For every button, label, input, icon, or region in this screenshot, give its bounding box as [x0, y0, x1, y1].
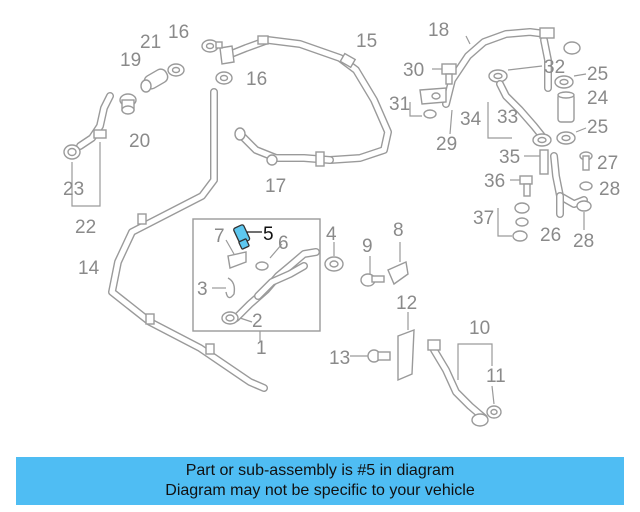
part-clamp-center — [532, 133, 552, 147]
part-22-pipe — [76, 92, 114, 150]
callout-16b: 16 — [246, 69, 267, 90]
callout-28b: 28 — [573, 231, 594, 252]
callout-34: 34 — [460, 109, 482, 130]
bracket-10 — [457, 343, 493, 380]
callout-3: 3 — [197, 279, 208, 300]
bracket-34 — [487, 102, 512, 139]
callout-15: 15 — [356, 31, 377, 52]
callout-24: 24 — [587, 88, 609, 109]
banner-line-disclaimer: Diagram may not be specific to your vehi… — [165, 482, 475, 499]
callout-labels: 1 2 3 4 5 6 7 8 9 10 11 12 13 14 15 16 1… — [63, 20, 620, 387]
callout-28a: 28 — [599, 179, 620, 200]
info-banner: Part or sub-assembly is #5 in diagram Di… — [16, 457, 624, 505]
part-28-seal-a — [579, 181, 593, 191]
part-16-clamp-b — [215, 71, 233, 85]
part-1-coolant-pipe — [232, 248, 320, 322]
callout-10: 10 — [469, 318, 490, 339]
part-3-clip — [225, 277, 236, 299]
callout-13: 13 — [329, 348, 350, 369]
part-16-clamp-a — [201, 39, 223, 53]
part-20-connector — [119, 93, 137, 115]
callout-14: 14 — [78, 258, 100, 279]
part-14-coolant-pipe — [108, 88, 268, 392]
leader-29 — [449, 109, 453, 135]
callout-5: 5 — [263, 224, 274, 245]
callout-20: 20 — [129, 131, 150, 152]
callout-27: 27 — [597, 153, 618, 174]
part-19-fitting — [140, 68, 169, 93]
part-25-clamp-a — [554, 73, 587, 89]
callout-35: 35 — [499, 147, 520, 168]
part-32-clamp — [488, 65, 543, 83]
callout-9: 9 — [362, 236, 373, 257]
callout-23: 23 — [63, 179, 84, 200]
part-25-clamp-b — [556, 127, 587, 145]
callout-1: 1 — [256, 338, 267, 359]
part-30-bolt — [432, 63, 457, 85]
part-21-clamp — [167, 63, 185, 77]
callout-17: 17 — [265, 176, 286, 197]
part-24-reservoir — [557, 91, 575, 123]
part-12-bracket — [397, 312, 415, 382]
callout-11: 11 — [486, 366, 506, 387]
leader-6 — [269, 243, 283, 259]
part-36-bolt — [510, 175, 533, 197]
part-33-hose — [496, 80, 546, 140]
part-6-oring — [255, 261, 269, 271]
part-35-sensor — [524, 149, 549, 175]
part-11-clamp — [486, 405, 502, 419]
callout-37: 37 — [473, 208, 494, 229]
callout-22: 22 — [75, 217, 96, 238]
leader-2 — [239, 317, 253, 323]
callout-6: 6 — [278, 233, 289, 254]
callout-7: 7 — [214, 226, 225, 247]
callout-2: 2 — [252, 311, 263, 332]
callout-18: 18 — [428, 20, 449, 41]
part-13-bolt — [350, 349, 391, 363]
part-27-bolt — [579, 151, 593, 171]
callout-4: 4 — [326, 224, 337, 245]
part-7-bracket — [227, 251, 247, 269]
banner-line-part: Part or sub-assembly is #5 in diagram — [185, 462, 455, 479]
part-10-pipe — [427, 339, 489, 427]
callout-25b: 25 — [587, 117, 608, 138]
callout-36: 36 — [484, 171, 505, 192]
part-8-bracket — [387, 242, 409, 286]
bracket-22 — [71, 142, 101, 207]
callout-25a: 25 — [587, 64, 608, 85]
part-31-bracket — [409, 87, 447, 119]
part-5-sensor — [233, 224, 251, 250]
callout-29: 29 — [436, 134, 457, 155]
part-9-bolt — [360, 256, 385, 287]
callout-26: 26 — [540, 225, 561, 246]
part-15-upper-hose — [219, 35, 392, 164]
callout-19: 19 — [120, 50, 141, 71]
callout-8: 8 — [393, 220, 404, 241]
part-2-seal — [221, 311, 239, 325]
callout-12: 12 — [396, 293, 417, 314]
callout-31: 31 — [389, 94, 410, 115]
part-28-seal-b — [576, 200, 592, 230]
part-4-cap — [324, 242, 344, 272]
leader-7 — [225, 239, 235, 255]
part-17-lower-hose — [234, 127, 334, 167]
leader-11 — [491, 385, 495, 405]
callout-32: 32 — [544, 57, 565, 78]
part-23-gasket — [63, 144, 81, 160]
callout-21: 21 — [140, 32, 161, 53]
callout-30: 30 — [403, 60, 424, 81]
callout-16a: 16 — [168, 22, 189, 43]
part-37-fittings — [497, 202, 530, 242]
callout-33: 33 — [497, 107, 518, 128]
part-26-pipe — [550, 152, 588, 218]
subassembly-box-1 — [192, 218, 321, 332]
parts-diagram: 1 2 3 4 5 6 7 8 9 10 11 12 13 14 15 16 1… — [63, 20, 620, 427]
